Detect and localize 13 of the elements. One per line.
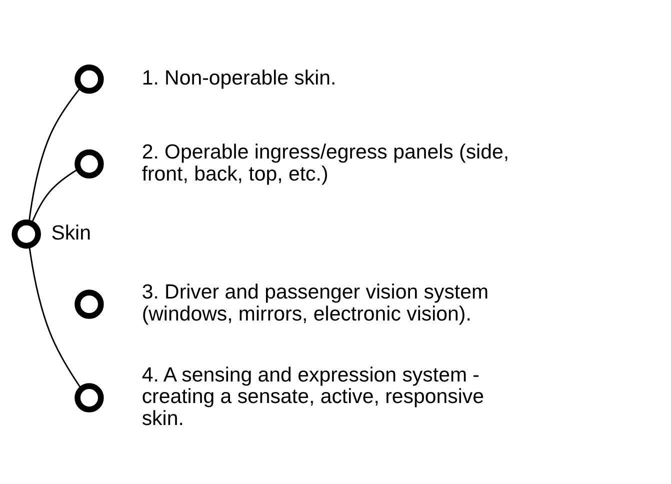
node-label: 3. Driver and passenger vision system (windows, mirrors, electronic vision).	[142, 280, 489, 326]
node-label: 2. Operable ingress/egress panels (side, front, back, top, etc.)	[142, 140, 510, 185]
connector	[28, 245, 82, 389]
connector	[28, 86, 82, 222]
node-label: 1. Non-operable skin.	[142, 66, 336, 90]
node-label: Skin	[51, 221, 91, 244]
node-label: 4. A sensing and expression system - creating a sensate, active, responsive skin.	[142, 362, 484, 430]
node-circle	[74, 289, 104, 318]
node-circle	[74, 148, 104, 178]
node-circle	[12, 218, 41, 248]
node-circle	[74, 64, 104, 94]
node-circle	[74, 382, 104, 412]
connector	[31, 168, 78, 224]
